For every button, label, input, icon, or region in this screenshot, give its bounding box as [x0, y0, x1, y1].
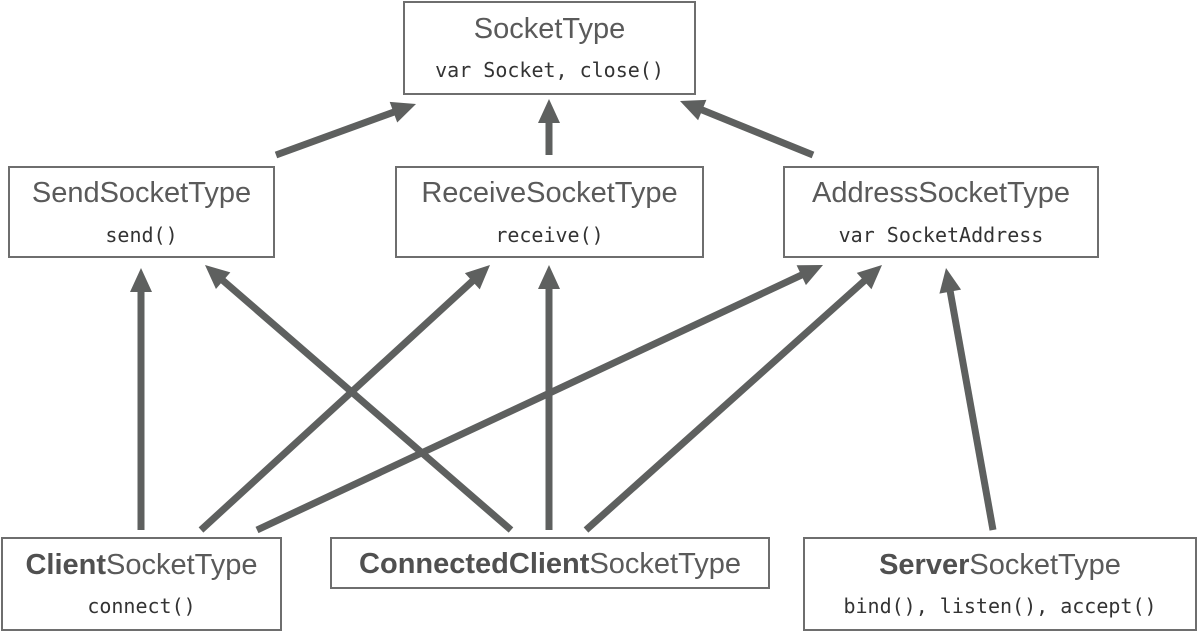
- arrow-client-socket-type-to-address-socket-type: [255, 265, 823, 534]
- server-socket-type-node: ServerSocketType bind(), listen(), accep…: [803, 537, 1197, 631]
- server-socket-type-title: ServerSocketType: [805, 548, 1195, 582]
- arrow-head: [680, 99, 707, 121]
- arrow-shaft: [946, 289, 997, 531]
- arrow-receive-socket-type-to-socket-type: [538, 99, 560, 155]
- arrow-client-socket-type-to-receive-socket-type: [198, 265, 490, 533]
- arrow-connected-client-socket-type-to-receive-socket-type: [538, 265, 560, 530]
- arrow-head: [464, 265, 490, 290]
- connected-client-socket-type-title-rest: SocketType: [589, 548, 741, 580]
- arrow-head: [538, 99, 560, 123]
- arrow-head: [796, 265, 823, 286]
- connected-client-socket-type-title-bold: ConnectedClient: [359, 548, 590, 580]
- arrow-connected-client-socket-type-to-send-socket-type: [205, 265, 514, 533]
- arrow-connected-client-socket-type-to-address-socket-type: [583, 265, 882, 533]
- server-socket-type-title-bold: Server: [879, 549, 970, 581]
- arrow-shaft: [699, 106, 815, 159]
- client-socket-type-node: ClientSocketType connect(): [1, 537, 282, 631]
- arrow-head: [538, 265, 560, 289]
- receive-socket-type-title: ReceiveSocketType: [421, 177, 678, 209]
- arrow-head: [939, 268, 962, 294]
- client-socket-type-title-bold: Client: [25, 549, 107, 581]
- arrow-send-socket-type-to-socket-type: [274, 101, 416, 159]
- send-socket-type-title: SendSocketType: [31, 177, 252, 209]
- socket-type-node: SocketType var Socket, close(): [403, 1, 696, 95]
- receive-socket-type-node: ReceiveSocketType receive(): [395, 166, 704, 258]
- arrow-client-socket-type-to-send-socket-type: [130, 268, 152, 530]
- socket-type-members: var Socket, close(): [435, 58, 664, 82]
- arrow-head: [856, 265, 882, 290]
- client-socket-type-title-rest: SocketType: [106, 549, 258, 581]
- arrow-shaft: [274, 108, 397, 159]
- receive-socket-type-members: receive(): [495, 223, 604, 247]
- socket-type-title: SocketType: [473, 13, 626, 45]
- address-socket-type-members: var SocketAddress: [838, 223, 1044, 247]
- arrow-shaft: [255, 271, 805, 534]
- client-socket-type-members: connect(): [87, 594, 196, 618]
- client-socket-type-title: ClientSocketType: [3, 548, 280, 582]
- send-socket-type-node: SendSocketType send(): [8, 166, 275, 258]
- arrow-head: [130, 268, 152, 292]
- arrow-head: [389, 101, 416, 123]
- arrow-shaft: [219, 276, 514, 533]
- connected-client-socket-type-node: ConnectedClientSocketType: [330, 537, 770, 589]
- address-socket-type-title: AddressSocketType: [812, 177, 1070, 209]
- arrow-shaft: [583, 277, 868, 533]
- address-socket-type-node: AddressSocketType var SocketAddress: [783, 166, 1099, 258]
- arrow-head: [205, 265, 231, 290]
- arrow-address-socket-type-to-socket-type: [680, 99, 815, 159]
- send-socket-type-members: send(): [105, 223, 178, 247]
- server-socket-type-members: bind(), listen(), accept(): [843, 594, 1157, 618]
- server-socket-type-title-rest: SocketType: [969, 549, 1121, 581]
- connected-client-socket-type-title: ConnectedClientSocketType: [332, 547, 768, 581]
- arrow-shaft: [198, 277, 477, 533]
- arrow-server-socket-type-to-address-socket-type: [939, 268, 997, 531]
